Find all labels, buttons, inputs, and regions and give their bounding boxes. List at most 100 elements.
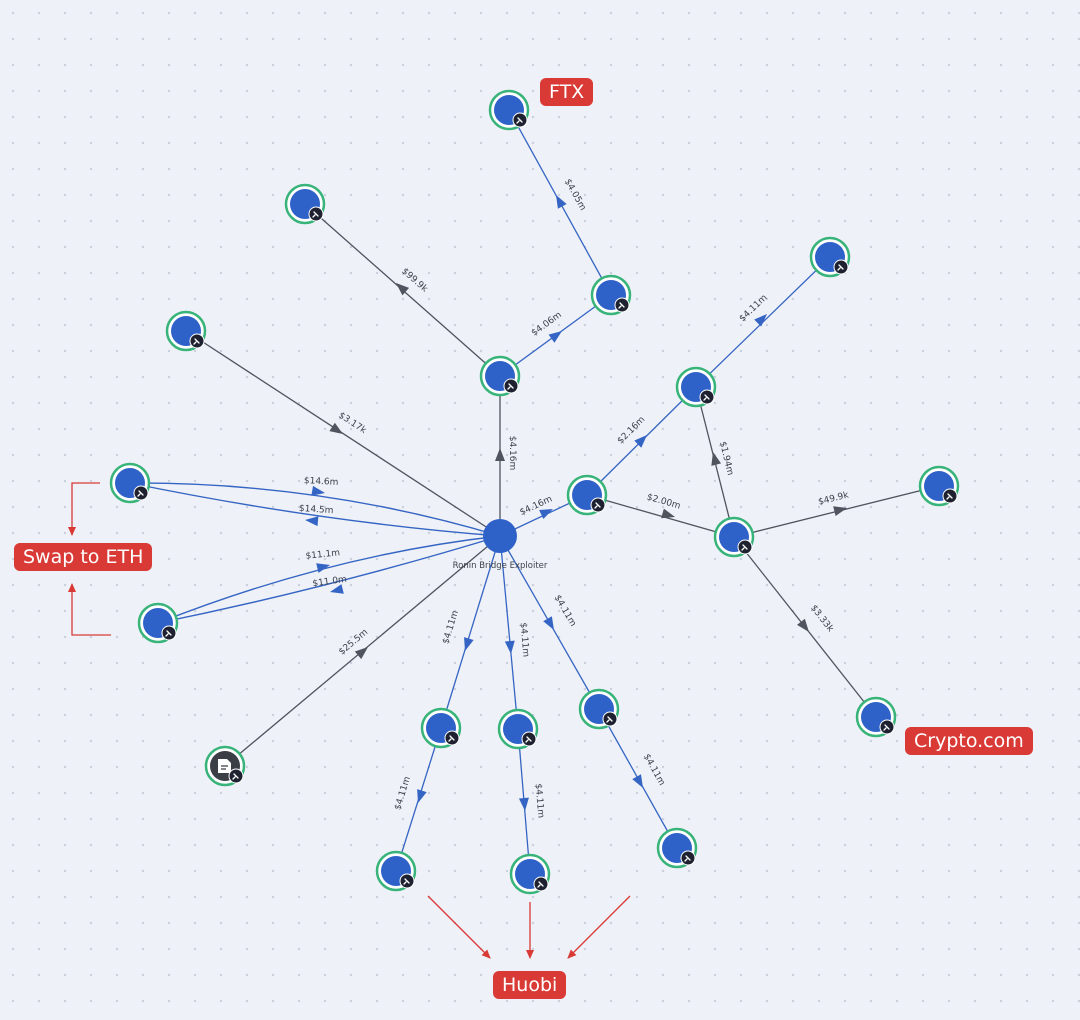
document-icon (218, 759, 231, 773)
pin-icon (833, 259, 849, 275)
arrowhead (634, 435, 647, 448)
ronin-bridge-exploiter-node[interactable] (483, 519, 517, 553)
arrowhead (548, 331, 562, 343)
wallet-node[interactable] (656, 827, 698, 869)
arrowhead (417, 789, 427, 803)
edge-label: $14.6m (304, 476, 339, 488)
wallet-node-swap-1[interactable] (109, 462, 151, 504)
edge-14-6m[interactable] (129, 482, 501, 537)
wallet-node[interactable] (675, 366, 717, 408)
edge-4-11m-a[interactable] (440, 535, 501, 729)
edge-label: $4.11m (441, 609, 461, 645)
arrowheads (305, 195, 847, 811)
ronin-bridge-exploiter-label: Ronin Bridge Exploiter (453, 561, 548, 571)
huobi-tag: Huobi (493, 971, 567, 999)
pin-icon (942, 488, 958, 504)
arrowhead (556, 195, 567, 209)
wallet-node[interactable] (284, 183, 326, 225)
edge-label: $11.0m (312, 575, 348, 590)
edge-label: $25.5m (337, 628, 370, 658)
arrowhead (539, 509, 553, 520)
edges (129, 109, 940, 875)
pin-icon (521, 731, 537, 747)
wallet-node[interactable] (809, 236, 851, 278)
arrowhead (504, 640, 515, 654)
wallet-node[interactable] (165, 310, 207, 352)
crypto-com-tag: Crypto.com (905, 727, 1033, 755)
wallet-node-ftx[interactable] (488, 89, 530, 131)
pin-icon (308, 206, 324, 222)
edge-label: $4.11m (393, 775, 413, 811)
pin-icon (879, 719, 895, 735)
wallet-node[interactable] (497, 708, 539, 750)
swap-bracket-bottom (68, 583, 111, 636)
edge-label: $2.00m (646, 493, 682, 512)
edge-3-17k[interactable] (185, 330, 501, 537)
arrowhead (305, 516, 319, 527)
edge-4-11m-b[interactable] (499, 535, 519, 730)
pin-icon (737, 539, 753, 555)
pin-icon (228, 768, 244, 784)
edge-label: $1.94m (717, 441, 735, 477)
wallet-node[interactable] (590, 274, 632, 316)
swap-bracket-top (68, 482, 100, 536)
arrowhead (316, 563, 330, 573)
wallet-node[interactable] (578, 688, 620, 730)
pin-icon (444, 730, 460, 746)
pin-icon (614, 297, 630, 313)
pin-icon (590, 497, 606, 513)
edge-label: $3.33k (808, 603, 835, 634)
wallet-node-crypto-com[interactable] (855, 696, 897, 738)
edge-2-00m[interactable] (586, 494, 735, 538)
wallet-node-huobi-1[interactable] (375, 850, 417, 892)
edge-11-0m[interactable] (157, 535, 501, 624)
arrowhead (495, 448, 505, 461)
arrowhead (797, 618, 809, 632)
edge-label: $4.16m (507, 436, 517, 471)
wallet-node[interactable] (566, 474, 608, 516)
wallet-node[interactable] (713, 516, 755, 558)
wallet-node-swap-2[interactable] (137, 602, 179, 644)
nodes: Ronin Bridge Exploiter (109, 89, 960, 895)
huobi-arrow-right (567, 895, 631, 959)
edge-14-5m[interactable] (129, 482, 501, 537)
pin-icon (133, 485, 149, 501)
pin-icon (602, 711, 618, 727)
pin-icon (699, 389, 715, 405)
edge-label: $11.1m (305, 548, 340, 562)
pin-icon (533, 876, 549, 892)
pin-icon (680, 850, 696, 866)
huobi-arrow-left (427, 895, 491, 959)
wallet-node[interactable] (918, 465, 960, 507)
wallet-node[interactable] (479, 355, 521, 397)
arrowhead (661, 508, 675, 519)
arrowhead (464, 637, 474, 651)
arrowhead (329, 422, 343, 434)
edge-label: $14.5m (299, 504, 334, 516)
edge-label: $4.11m (552, 594, 578, 629)
wallet-node[interactable] (420, 707, 462, 749)
arrowhead (518, 797, 529, 811)
arrowhead (396, 283, 410, 296)
pin-icon (512, 112, 528, 128)
contract-node[interactable] (204, 745, 246, 787)
edge-label: $4.05m (562, 177, 587, 212)
ftx-tag: FTX (540, 78, 594, 106)
pin-icon (399, 873, 415, 889)
arrowhead (543, 616, 554, 630)
edge-label: $4.11m (533, 783, 546, 818)
swap-to-eth-tag: Swap to ETH (14, 543, 153, 571)
pin-icon (161, 625, 177, 641)
arrowhead (354, 647, 368, 660)
edge-label: $4.16m (518, 494, 554, 518)
pin-icon (189, 333, 205, 349)
edge-label: $4.11m (641, 752, 666, 787)
edge-label: $49.9k (817, 490, 850, 507)
edge-label: $4.11m (518, 622, 531, 657)
arrowhead (754, 314, 767, 327)
edge-11-1m[interactable] (157, 535, 501, 624)
arrowhead (311, 485, 325, 496)
arrowhead (632, 774, 643, 788)
arrowhead (833, 506, 847, 516)
wallet-node-huobi-2[interactable] (509, 853, 551, 895)
